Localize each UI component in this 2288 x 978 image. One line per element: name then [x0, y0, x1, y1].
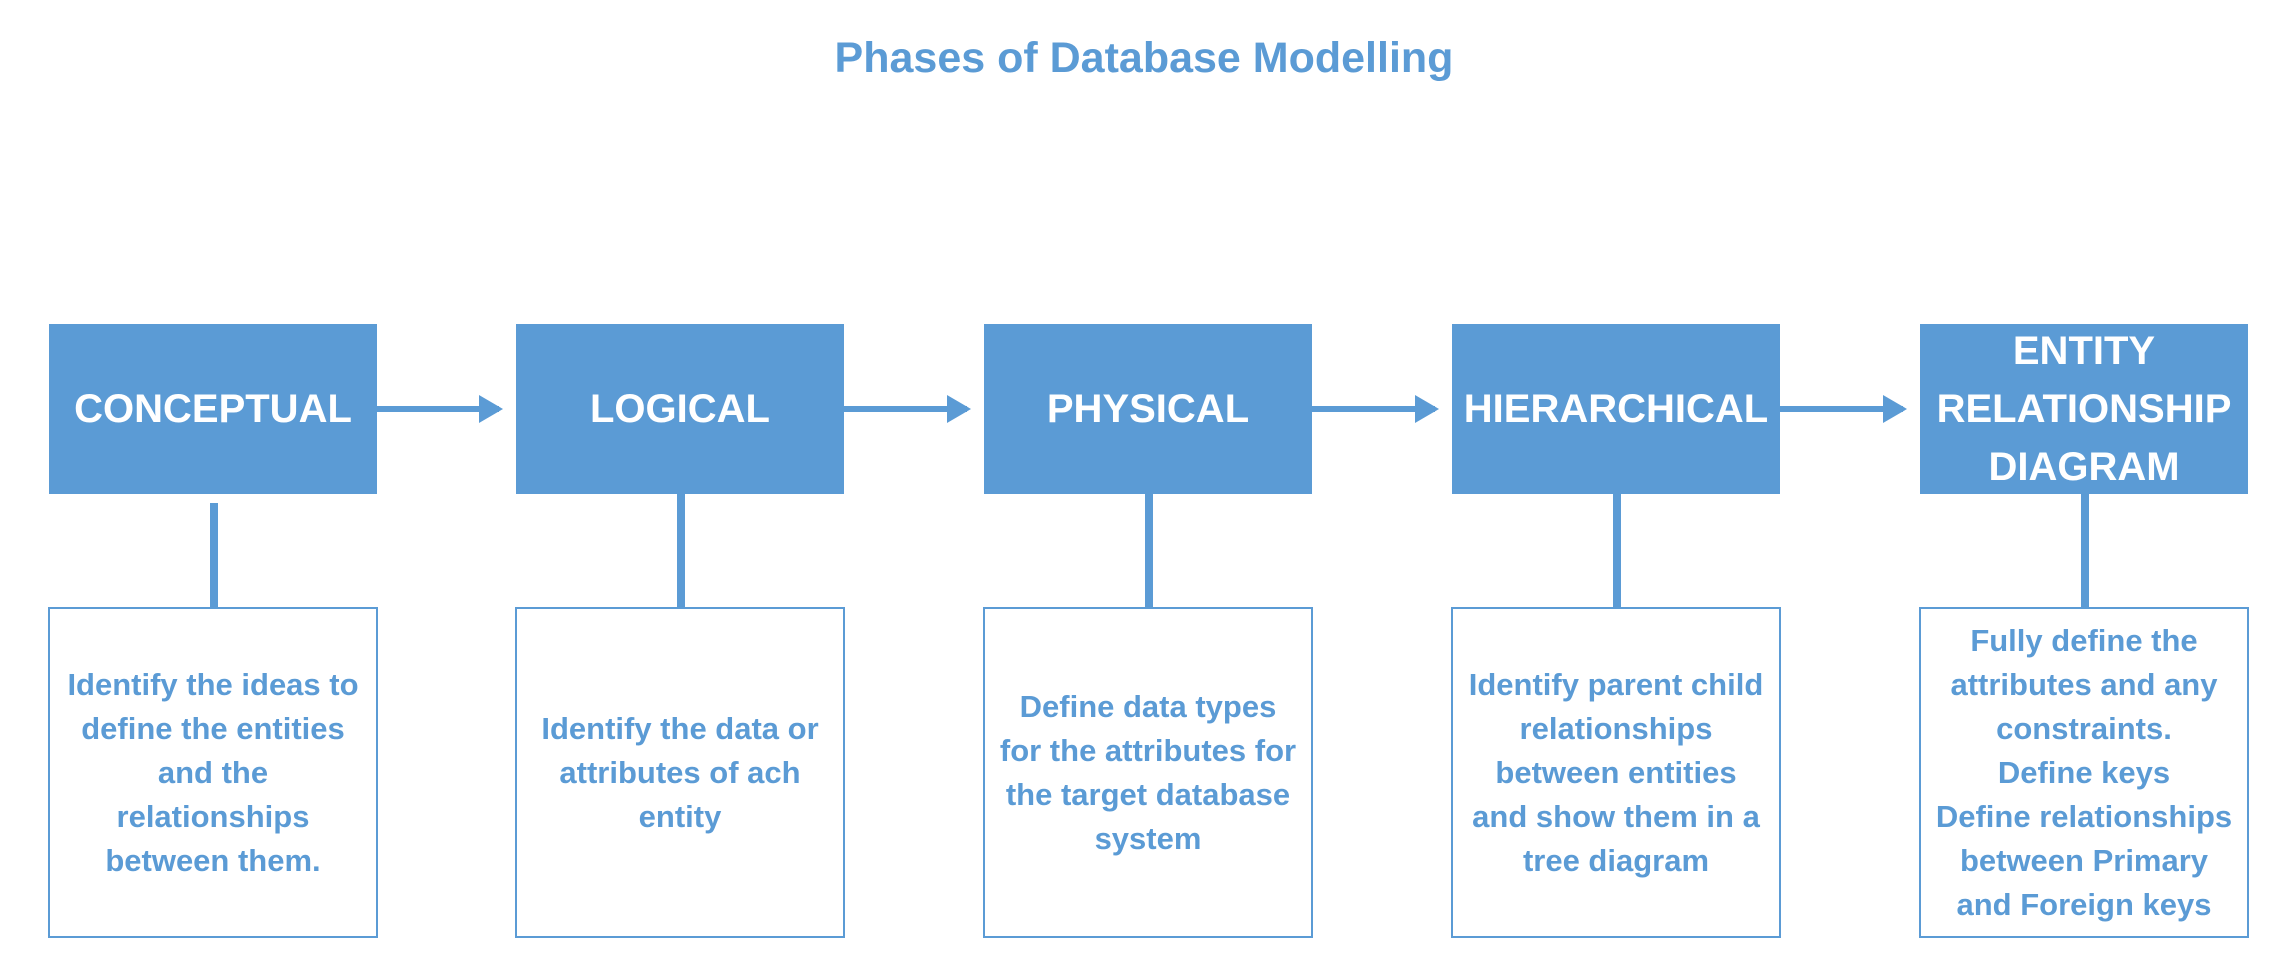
phase-box-conceptual: CONCEPTUAL — [49, 324, 377, 494]
description-text: Fully define the attributes and any cons… — [1935, 622, 2233, 922]
phase-box-logical: LOGICAL — [516, 324, 844, 494]
connector-line — [677, 494, 685, 610]
flow-arrow — [377, 395, 503, 423]
phase-box-physical: PHYSICAL — [984, 324, 1312, 494]
phase-label: CONCEPTUAL — [74, 387, 352, 431]
phase-box-entity-relationship-diagram: ENTITY RELATIONSHIP DIAGRAM — [1920, 324, 2248, 494]
description-box-physical: Define data types for the attributes for… — [983, 607, 1313, 938]
connector-line — [210, 503, 218, 610]
connector-line — [1145, 494, 1153, 610]
description-text: Identify parent child relationships betw… — [1468, 666, 1764, 878]
connector-line — [1613, 494, 1621, 610]
phase-label: LOGICAL — [590, 387, 770, 431]
phase-label: HIERARCHICAL — [1463, 387, 1769, 431]
description-box-logical: Identify the data or attributes of ach e… — [515, 607, 845, 938]
phase-label: PHYSICAL — [1046, 387, 1250, 431]
phase-label: ENTITY RELATIONSHIP DIAGRAM — [1936, 329, 2232, 489]
diagram-title: Phases of Database Modelling — [834, 34, 1454, 82]
description-box-entity-relationship-diagram: Fully define the attributes and any cons… — [1919, 607, 2249, 938]
description-text: Define data types for the attributes for… — [999, 688, 1297, 856]
description-text: Identify the data or attributes of ach e… — [541, 710, 819, 834]
description-box-hierarchical: Identify parent child relationships betw… — [1451, 607, 1781, 938]
flow-arrow — [844, 395, 971, 423]
connector-line — [2081, 494, 2089, 610]
flow-arrow — [1312, 395, 1439, 423]
phase-box-hierarchical: HIERARCHICAL — [1452, 324, 1780, 494]
description-text: Identify the ideas to define the entitie… — [67, 666, 359, 878]
flow-arrow — [1780, 395, 1907, 423]
description-box-conceptual: Identify the ideas to define the entitie… — [48, 607, 378, 938]
